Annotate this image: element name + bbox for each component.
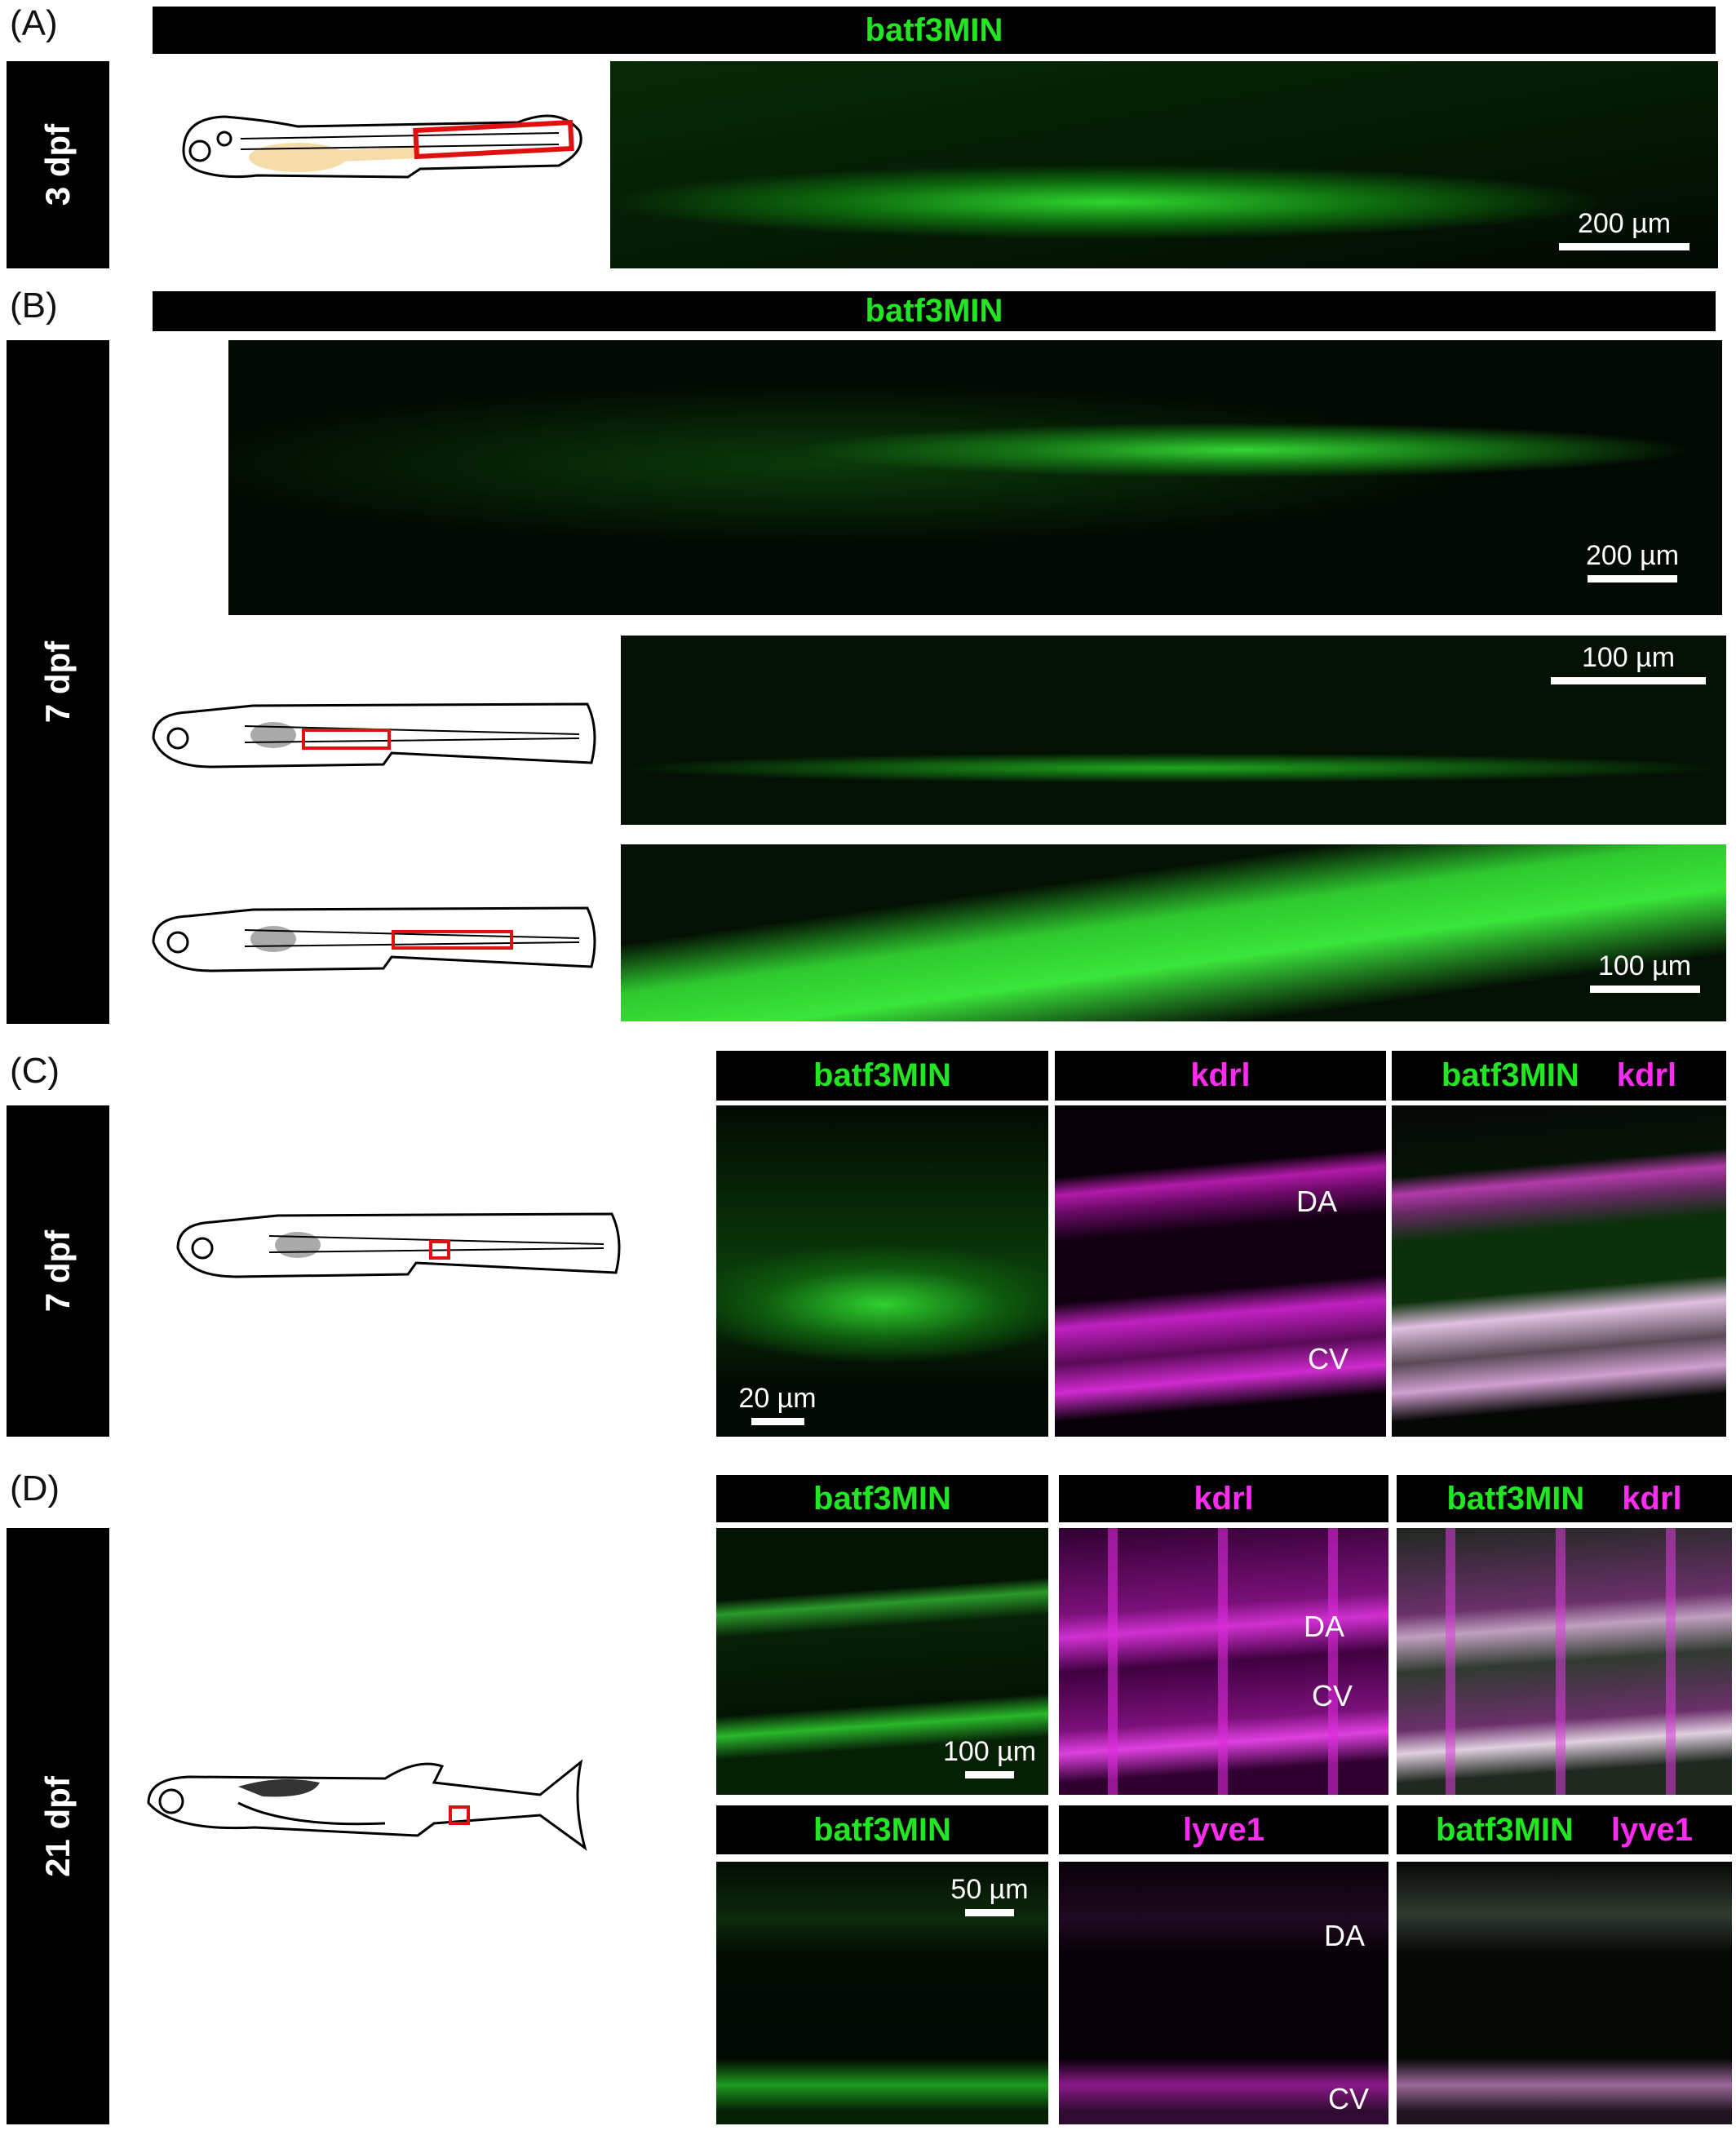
header-c-merge: batf3MIN kdrl (1392, 1051, 1726, 1101)
header-d2-merge: batf3MIN lyve1 (1397, 1805, 1732, 1854)
roi-box (302, 729, 391, 750)
panel-label-a: (A) (10, 3, 58, 43)
image-d2-batf3min: 50 µm (716, 1862, 1048, 2124)
scale-bar: 20 µm (733, 1383, 822, 1425)
image-7dpf-tail-batf3min: 100 µm (621, 844, 1726, 1021)
panel-label-b: (B) (10, 286, 58, 326)
header-c-green: batf3MIN (716, 1051, 1048, 1101)
label-dorsal-aorta: DA (1304, 1610, 1345, 1643)
stage-label-b: 7 dpf (7, 340, 109, 1024)
roi-box (429, 1240, 450, 1260)
channel-label: kdrl (1616, 1057, 1677, 1093)
scale-bar: 100 µm (937, 1736, 1043, 1778)
stage-label-c: 7 dpf (7, 1105, 109, 1437)
image-c-merge (1392, 1105, 1726, 1437)
label-cardinal-vein: CV (1312, 1679, 1353, 1712)
header-d2-green: batf3MIN (716, 1805, 1048, 1854)
image-d2-lyve1: DA CV (1059, 1862, 1388, 2124)
stage-text: 7 dpf (38, 640, 77, 724)
panel-label-c: (C) (10, 1051, 60, 1091)
label-cardinal-vein: CV (1308, 1342, 1349, 1375)
scale-text: 100 µm (1581, 642, 1676, 673)
header-d2-magenta: lyve1 (1059, 1805, 1388, 1854)
image-c-kdrl: DA CV (1055, 1105, 1386, 1437)
image-d2-merge (1397, 1862, 1732, 2124)
scale-text: 50 µm (950, 1874, 1029, 1905)
channel-label: batf3MIN (1446, 1480, 1585, 1517)
larva-schematic-7dpf-region (171, 1199, 624, 1289)
channel-label: batf3MIN (813, 1057, 951, 1093)
channel-label: batf3MIN (865, 293, 1003, 329)
scale-text: 100 µm (1597, 950, 1692, 981)
stage-text: 7 dpf (38, 1229, 77, 1313)
scale-text: 100 µm (942, 1736, 1037, 1767)
channel-label: batf3MIN (865, 11, 1003, 48)
image-3dpf-batf3min: 200 µm (610, 61, 1718, 268)
image-d1-kdrl: DA CV (1059, 1528, 1388, 1795)
channel-label: lyve1 (1610, 1811, 1693, 1848)
header-d1-magenta: kdrl (1059, 1475, 1388, 1522)
roi-box (449, 1805, 470, 1825)
larva-schematic-3dpf (175, 102, 587, 193)
label-cardinal-vein: CV (1328, 2082, 1370, 2115)
scale-text: 200 µm (1577, 208, 1672, 239)
header-d1-merge: batf3MIN kdrl (1397, 1475, 1732, 1522)
header-c-magenta: kdrl (1055, 1051, 1386, 1101)
panel-b-header: batf3MIN (153, 291, 1716, 331)
channel-label: kdrl (1194, 1480, 1254, 1517)
stage-label-d: 21 dpf (7, 1528, 109, 2124)
stage-label-a: 3 dpf (7, 61, 109, 268)
image-7dpf-trunk-batf3min: 100 µm (621, 636, 1726, 825)
roi-box (392, 930, 513, 950)
image-d1-batf3min: 100 µm (716, 1528, 1048, 1795)
image-c-batf3min: 20 µm (716, 1105, 1048, 1437)
scale-bar: 200 µm (1567, 540, 1698, 582)
image-d1-merge (1397, 1528, 1732, 1795)
channel-label: lyve1 (1182, 1811, 1265, 1848)
panel-a-header: batf3MIN (153, 7, 1716, 54)
scale-bar: 50 µm (945, 1874, 1034, 1916)
scale-text: 20 µm (738, 1383, 817, 1414)
stage-text: 21 dpf (38, 1775, 77, 1877)
channel-label: batf3MIN (1441, 1057, 1579, 1093)
image-7dpf-whole-larva: 200 µm (228, 340, 1722, 615)
larva-schematic-7dpf-tail (147, 893, 600, 983)
channel-label: batf3MIN (813, 1480, 951, 1517)
channel-label: batf3MIN (1436, 1811, 1574, 1848)
scale-text: 200 µm (1585, 540, 1680, 571)
roi-box (413, 119, 574, 160)
scale-bar: 100 µm (1579, 950, 1710, 993)
label-dorsal-aorta: DA (1296, 1185, 1338, 1218)
panel-label-d: (D) (10, 1468, 60, 1508)
scale-bar: 100 µm (1547, 642, 1710, 684)
larva-schematic-21dpf (140, 1746, 589, 1852)
channel-label: kdrl (1622, 1480, 1682, 1517)
header-d1-green: batf3MIN (716, 1475, 1048, 1522)
label-dorsal-aorta: DA (1324, 1919, 1366, 1952)
stage-text: 3 dpf (38, 123, 77, 206)
larva-schematic-7dpf-trunk (147, 689, 600, 779)
channel-label: kdrl (1190, 1057, 1251, 1093)
scale-bar: 200 µm (1555, 208, 1694, 250)
channel-label: batf3MIN (813, 1811, 951, 1848)
